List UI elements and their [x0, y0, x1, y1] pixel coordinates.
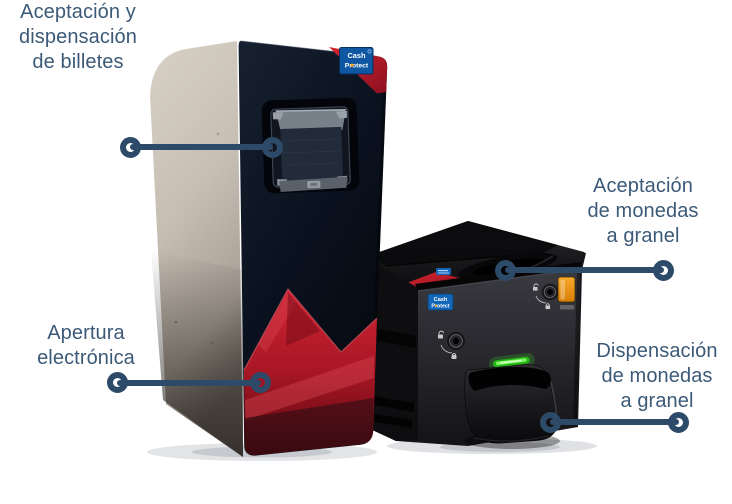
coin-dot — [350, 63, 354, 67]
callout-label: Aceptación y dispensación de billetes — [0, 0, 156, 75]
key-lock-right — [533, 283, 559, 310]
callout-ring-label-end — [668, 412, 689, 433]
callout-line — [130, 144, 273, 150]
lock-icon — [545, 303, 551, 310]
lock-icon — [451, 353, 457, 359]
callout-line — [550, 419, 679, 425]
callout-label-line: de monedas — [601, 365, 713, 387]
coin-brand-line2: Protect — [431, 304, 449, 310]
bill-brand-badge: Cash Protect — [339, 47, 374, 75]
coin-dot — [435, 304, 438, 307]
callout-label-line: de monedas — [587, 200, 699, 222]
callout-label-line: Aceptación — [593, 175, 693, 197]
callout-ring-label-end — [653, 260, 674, 281]
bill-machine: Cash Protect — [150, 40, 388, 457]
key-lock-left — [438, 330, 466, 359]
red-mountain-graphic — [243, 287, 378, 456]
callout-ring-label-end — [120, 137, 141, 158]
hopper-lid — [368, 221, 558, 266]
screw — [174, 320, 178, 324]
callout-label-line: dispensación — [19, 26, 137, 48]
callout-label: Dispensación de monedas a granel — [577, 339, 732, 414]
coin-machine: Cash Protect — [368, 221, 586, 449]
callout-ring-target-end — [262, 137, 283, 158]
callout-ring-target-end — [540, 412, 561, 433]
callout-label-line: Apertura — [47, 322, 125, 344]
coin-chute — [464, 364, 558, 444]
unlock-icon — [533, 283, 539, 291]
bill-brand-line2: Protect — [345, 63, 369, 70]
unlock-icon — [438, 330, 445, 339]
slot-flap — [275, 109, 346, 131]
top-brand-badge — [436, 268, 451, 275]
slot-interior — [280, 126, 344, 181]
callout-ring-target-end — [250, 372, 271, 393]
callout-label-line: Dispensación — [596, 340, 718, 362]
callout-label-line: a granel — [606, 225, 680, 247]
screw — [210, 341, 214, 345]
chute-opening — [468, 366, 551, 391]
coin-brand-line1: Cash — [434, 297, 448, 303]
callout-ring-label-end — [107, 372, 128, 393]
callout-label-line: electrónica — [37, 347, 135, 369]
right-edge-shade — [573, 269, 581, 427]
bill-slot — [261, 97, 360, 194]
callout-ring-target-end — [495, 260, 516, 281]
callout-line — [117, 380, 261, 386]
callout-label-line: Aceptación y — [20, 1, 136, 23]
bill-brand-line1: Cash — [347, 51, 366, 60]
coin-brand-badge: Cash Protect — [427, 293, 454, 311]
orange-button — [557, 276, 576, 310]
callout-line — [505, 267, 664, 273]
callout-label: Aceptación de monedas a granel — [563, 174, 723, 249]
screw — [216, 132, 220, 136]
side-shading — [151, 250, 243, 457]
callout-label: Apertura electrónica — [8, 321, 164, 371]
callout-label-line: de billetes — [32, 51, 124, 73]
callout-label-line: a granel — [620, 390, 694, 412]
coin-machine-side-vents — [368, 258, 418, 441]
